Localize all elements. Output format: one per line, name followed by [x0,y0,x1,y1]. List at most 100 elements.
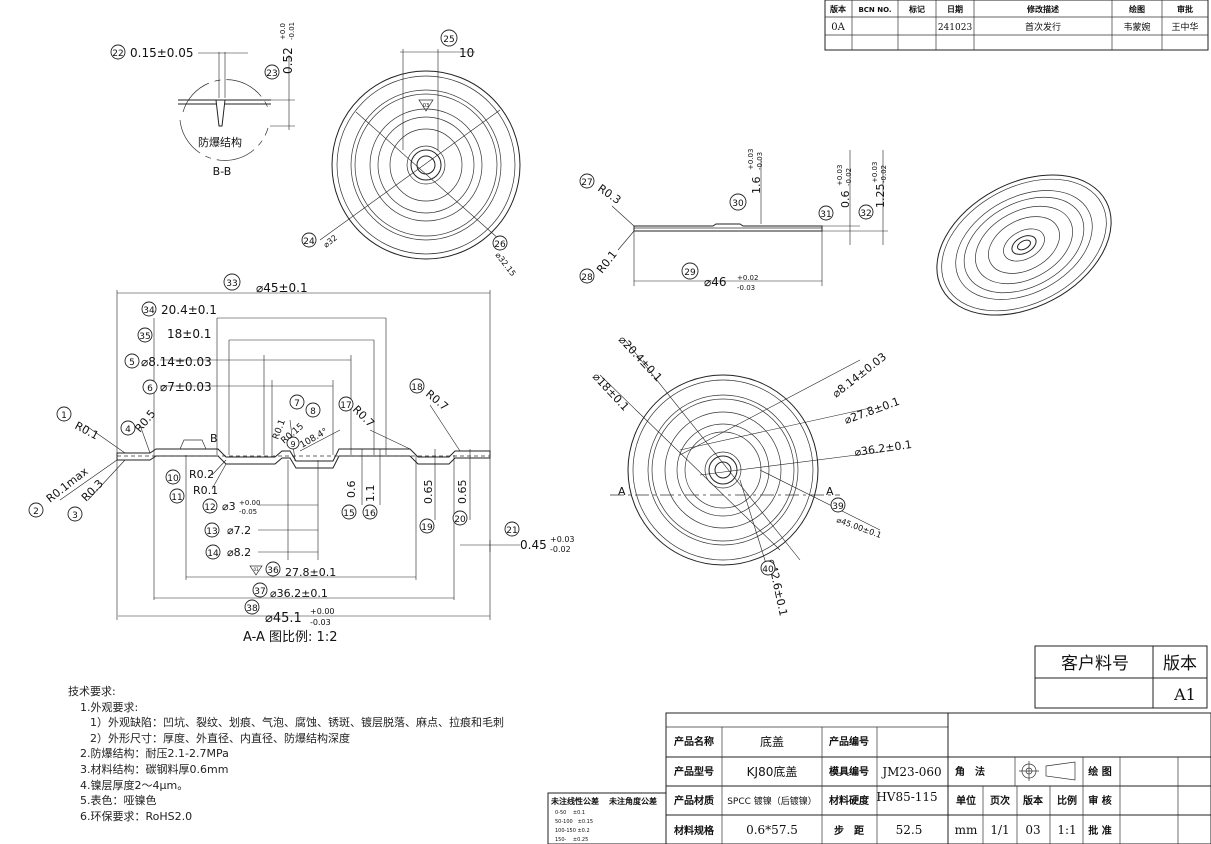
balloon-1 [56,406,72,422]
dim-top-d32: ⌀32 [322,233,339,249]
balloon-3-label: 3 [72,511,78,521]
title-block: 产品名称 底盖 产品编号 产品型号 KJ80底盖 模具编号 JM23-060 产… [665,712,1211,844]
rev-description: 首次发行 [1025,21,1061,33]
balloon-7-label: 7 [294,399,300,409]
section-aa: B [28,273,575,645]
balloon-10 [165,469,181,485]
balloon-12-label: 12 [204,503,215,513]
notes-line-3: 2）外形尺寸：厚度、外直径、内直径、防爆结构深度 [90,731,350,745]
balloon-17-label: 17 [340,401,351,411]
tolerance-row-2: 50-100 ±0.15 [555,819,593,825]
bb-structure-label: 防爆结构 [198,135,242,149]
balloon-10-label: 10 [167,474,179,484]
title-review-label: 审 核 [1088,794,1111,807]
balloon-12 [202,498,218,514]
aa-balloons: 1 2 3 4 5 6 7 8 9 10 11 12 13 1 [28,273,520,615]
balloon-15-label: 15 [343,509,354,519]
dim-aa-d20-4: 20.4±0.1 [161,303,217,317]
tolerance-row-4: 150- ±0.25 [555,837,588,843]
customer-part-box: 客户料号 版本 A1 [1034,645,1208,709]
dim-side-h125: 1.25 [874,184,887,209]
bb-caption: B-B [213,165,232,178]
balloon-16 [362,504,378,520]
balloon-33 [223,273,241,291]
balloon-22-label: 22 [112,49,123,59]
tolerance-row-3: 100-150 ±0.2 [555,828,590,834]
title-model-label: 产品型号 [674,765,714,778]
revision-table: 版本 BCN NO. 标记 日期 修改描述 绘图 审批 0A 241023 首次… [824,0,1209,51]
balloon-13 [204,522,220,538]
balloon-5-label: 5 [129,358,135,368]
dim-aa-d3-tol-lower: -0.05 [239,508,257,516]
title-scale: 1:1 [1057,823,1076,837]
title-spec: 0.6*57.5 [746,823,798,837]
balloon-32-label: 32 [860,209,871,219]
dim-side-h125-tol-lower: -0.02 [880,165,888,183]
balloon-25 [440,29,458,47]
balloon-15 [341,504,357,520]
notes-line-4: 2.防爆结构：耐压2.1-2.7MPa [80,747,229,761]
rev-version: 0A [831,22,845,33]
dim-side-h16-tol-lower: -0.03 [756,152,764,170]
dim-side-h16: 1.6 [750,177,763,195]
balloon-34 [141,301,157,317]
dim-aa-h06: 0.6 [345,481,358,499]
title-edition-label: 版本 [1023,794,1044,807]
dim-aa-r02: R0.2 [189,468,214,481]
balloon-9 [286,436,300,450]
balloon-9-label: 9 [290,440,295,449]
balloon-39 [830,497,846,513]
balloon-1-label: 1 [61,411,67,421]
title-material-label: 产品材质 [674,794,714,807]
balloon-38-label: 38 [246,604,258,614]
title-product-name-label: 产品名称 [674,735,714,748]
balloon-40-label: 40 [762,565,774,575]
dim-bb-depth-tol-upper: +0.0 [279,23,287,40]
balloon-38 [244,599,260,615]
title-hardness-label: 材料硬度 [829,794,870,807]
balloon-36-label: 36 [267,566,279,576]
dim-front-d36-2: ⌀36.2±0.1 [854,438,913,459]
title-page-label: 页次 [990,794,1010,807]
balloon-30 [729,193,747,211]
notes-line-2: 1）外观缺陷：凹坑、裂纹、划痕、气泡、腐蚀、锈斑、镀层脱落、麻点、拉痕和毛刺 [90,716,504,730]
dim-front-d27-8: ⌀27.8±0.1 [843,395,902,427]
label-b: B [210,432,218,445]
balloon-29-label: 29 [684,268,696,278]
title-spec-label: 材料规格 [674,824,715,837]
title-product-name: 底盖 [760,734,784,749]
title-edition: 03 [1025,823,1040,837]
dim-aa-r07: R0.7 [350,403,377,430]
balloon-35 [137,327,153,343]
balloon-8-label: 8 [310,407,316,417]
balloon-6 [142,379,158,395]
aa-mark: 03 [253,567,259,572]
dim-aa-d36-2: ⌀36.2±0.1 [270,587,328,600]
dim-aa-d27-8: 27.8±0.1 [285,566,336,579]
balloon-28-label: 28 [581,273,593,283]
title-unit-label: 单位 [956,794,976,807]
title-page: 1/1 [990,823,1009,837]
title-hardness: HV85-115 [876,790,937,804]
balloon-11 [169,488,185,504]
dim-bb-width: 0.15±0.05 [130,46,194,60]
balloon-8 [305,402,321,418]
balloon-40 [760,560,776,576]
dim-side-h06: 0.6 [839,191,852,209]
tolerance-header-linear: 未注线性公差 [550,796,599,806]
notes-line-7: 5.表色：哑镍色 [80,794,157,808]
customer-version-label: 版本 [1163,654,1197,674]
title-pitch-label: 步 距 [834,824,864,837]
title-material: SPCC 镀镍（后镀镍） [727,795,817,807]
balloon-37 [252,582,268,598]
dim-front-d8-14: ⌀8.14±0.03 [830,350,889,400]
dim-bb-depth: 0.52 [281,47,295,74]
rev-header-description: 修改描述 [1026,4,1059,14]
rev-header-mark: 标记 [908,4,925,14]
dim-bb-depth-tol-lower: -0.01 [288,22,296,40]
notes-line-5: 3.材料结构：碳钢料厚0.6mm [80,762,229,776]
dim-aa-d45-1: ⌀45.1 [265,611,302,626]
notes-line-1: 1.外观要求: [80,700,139,714]
balloon-4-label: 4 [125,425,131,435]
